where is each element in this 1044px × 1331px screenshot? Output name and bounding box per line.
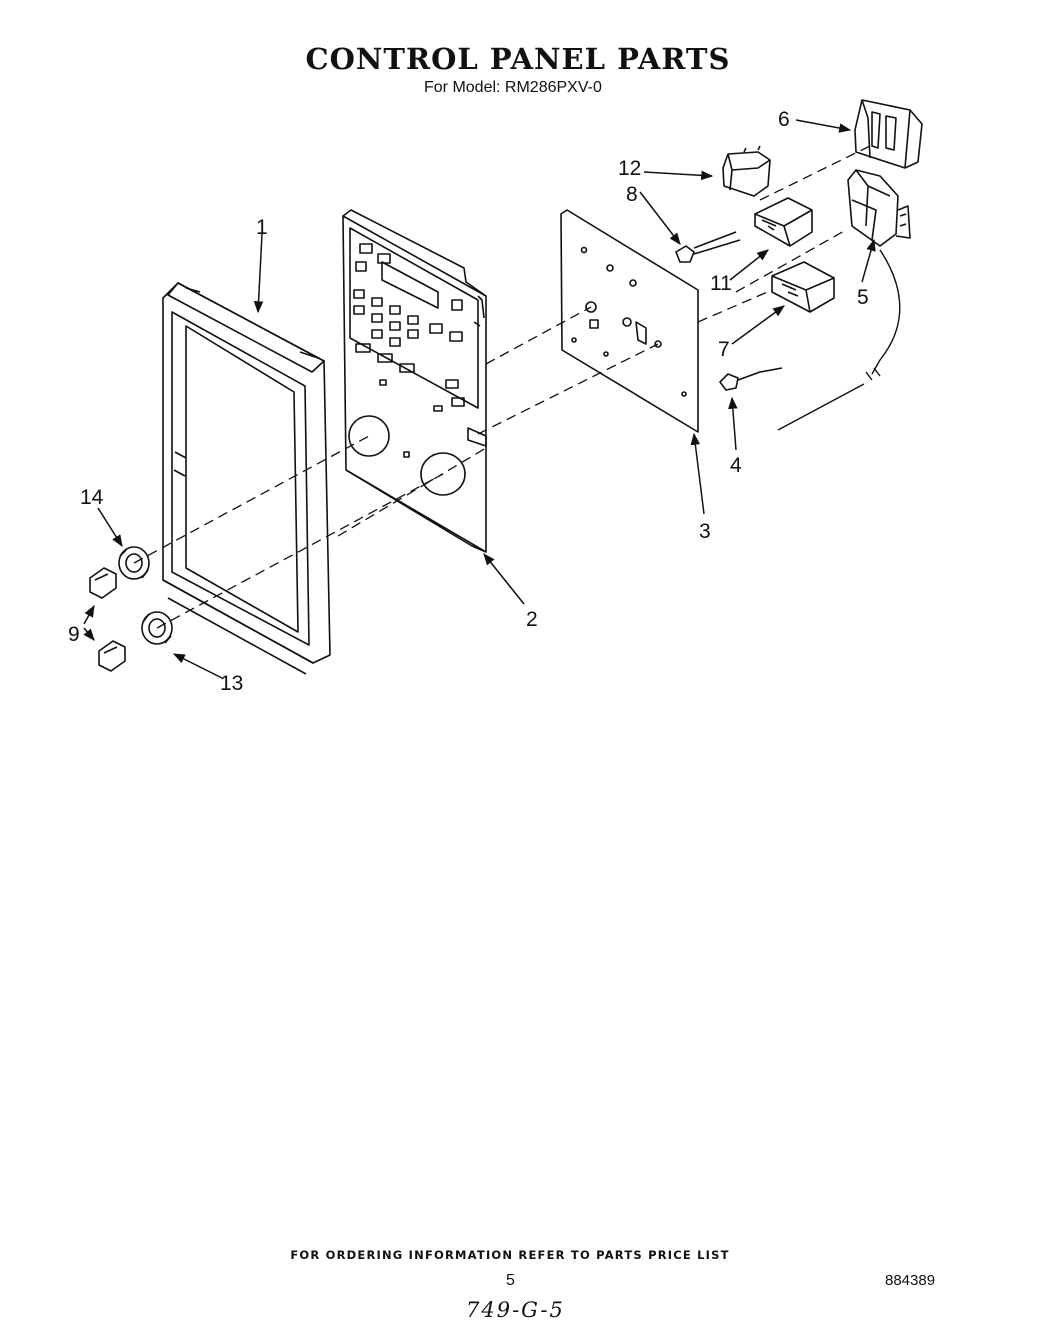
part-11-switch bbox=[754, 197, 813, 247]
part-cord bbox=[777, 249, 901, 431]
part-1-frame bbox=[162, 282, 331, 675]
page-number: 5 bbox=[506, 1272, 515, 1289]
part-4-fuse bbox=[719, 367, 783, 391]
leader-arrows bbox=[83, 119, 876, 679]
callout-7: 7 bbox=[718, 338, 730, 361]
callout-12: 12 bbox=[618, 157, 641, 180]
ordering-note: FOR ORDERING INFORMATION REFER TO PARTS … bbox=[290, 1248, 730, 1262]
part-5-motor bbox=[847, 169, 911, 247]
part-8-socket bbox=[675, 231, 741, 263]
part-3-plate bbox=[560, 209, 699, 433]
part-6-transformer bbox=[854, 99, 923, 169]
callout-14: 14 bbox=[80, 486, 104, 509]
callout-11: 11 bbox=[710, 272, 732, 295]
callout-13: 13 bbox=[220, 672, 243, 695]
part-13-ring bbox=[141, 611, 173, 645]
part-14-ring bbox=[118, 546, 150, 580]
part-7-switch bbox=[771, 261, 835, 313]
model-line: For Model: RM286PXV-0 bbox=[424, 79, 602, 96]
callout-1: 1 bbox=[256, 216, 268, 239]
document-number: 884389 bbox=[885, 1272, 936, 1289]
part-12-relay bbox=[722, 145, 771, 197]
callout-6: 6 bbox=[778, 108, 790, 131]
part-2-panel bbox=[342, 209, 487, 553]
handwritten-code: 749-G-5 bbox=[466, 1298, 565, 1322]
page-title: CONTROL PANEL PARTS bbox=[305, 42, 731, 76]
callout-8: 8 bbox=[626, 183, 638, 206]
callout-5: 5 bbox=[857, 286, 869, 309]
callout-2: 2 bbox=[526, 608, 538, 631]
part-9-knob-upper bbox=[89, 567, 117, 599]
callout-9: 9 bbox=[68, 623, 80, 646]
callout-3: 3 bbox=[699, 520, 711, 543]
part-9-knob-lower bbox=[98, 640, 126, 672]
callout-4: 4 bbox=[730, 454, 742, 477]
assembly-lines bbox=[133, 145, 871, 629]
